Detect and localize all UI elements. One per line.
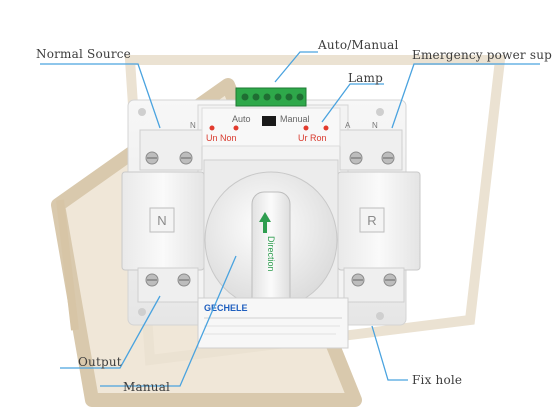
bottom-terminals (137, 267, 405, 303)
label-auto-manual: Auto/Manual (318, 38, 399, 52)
indicator-panel: Auto Manual Un Non Ur Ron (201, 107, 341, 147)
nameplate: GECHELE (197, 297, 349, 349)
label-manual: Manual (123, 380, 171, 394)
side-block-n: N (121, 171, 205, 271)
led-icon (303, 125, 309, 131)
panel-auto-label: Auto (232, 114, 251, 124)
led-icon (323, 125, 329, 131)
handle-direction-label: Direction (266, 236, 276, 272)
panel-manual-label: Manual (280, 114, 310, 124)
brand-label: GECHELE (204, 303, 248, 313)
terminal-letter: A (345, 121, 351, 130)
led-icon (209, 125, 215, 131)
leader-lines (40, 51, 540, 387)
label-fix-hole: Fix hole (412, 373, 463, 387)
fix-hole (138, 108, 384, 320)
label-lamp: Lamp (348, 71, 383, 85)
indicator-right-label: Ur Ron (298, 133, 327, 143)
transfer-switch-body: N A N Auto Manual Un Non Ur Ron (121, 87, 421, 349)
screw-icon (145, 151, 395, 165)
side-label-n: N (157, 213, 166, 228)
led-icon (233, 125, 239, 131)
manual-handle[interactable]: Direction (251, 191, 291, 321)
side-label-r: R (367, 213, 376, 228)
auto-manual-switch[interactable] (262, 116, 276, 126)
terminal-letter: N (372, 121, 378, 130)
top-terminals: N A N (139, 121, 403, 171)
indicator-left-label: Un Non (206, 133, 237, 143)
side-block-r: R (337, 171, 421, 271)
label-emergency-power-supply: Emergency power supply (412, 48, 552, 62)
terminal-letter: N (190, 121, 196, 130)
arrow-up-icon (259, 212, 271, 233)
label-output: Output (78, 355, 122, 369)
auto-manual-terminal-block (235, 87, 307, 107)
screw-icon (145, 273, 397, 287)
label-normal-source: Normal Source (36, 47, 131, 61)
